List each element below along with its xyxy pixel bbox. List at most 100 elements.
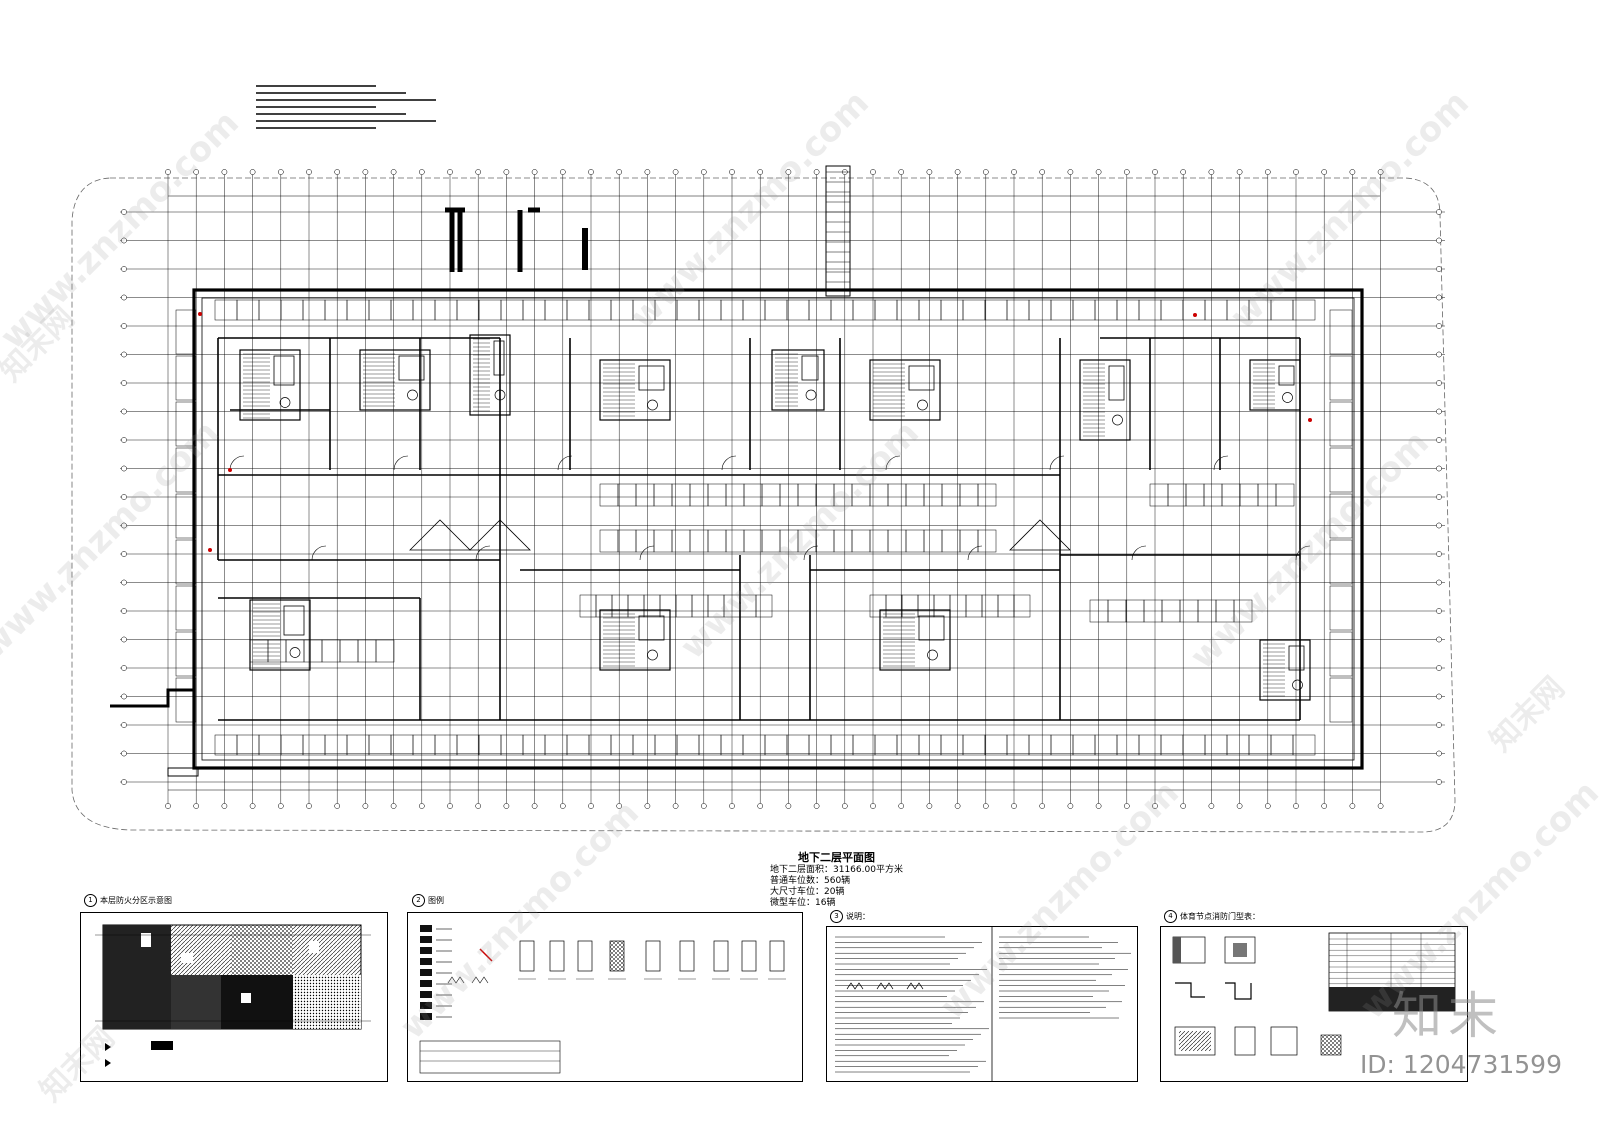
- parking-stall-side: [175, 309, 197, 355]
- parking-stall: [1116, 734, 1140, 756]
- grid-bubble-bottom: [954, 803, 961, 809]
- grid-bubble-top: [193, 169, 200, 175]
- legend-icon: [713, 940, 729, 972]
- column-circle: [1112, 414, 1123, 426]
- grid-bubble-bottom: [447, 803, 453, 809]
- grid-bubble-right: [1436, 437, 1442, 443]
- parking-stall: [654, 734, 678, 756]
- stair-core: [239, 349, 301, 421]
- legend-swatch: [420, 925, 432, 932]
- parking-stall: [390, 299, 414, 321]
- grid-bubble-top: [1293, 169, 1299, 175]
- panel-2-title: 图例: [428, 896, 444, 905]
- door-swing: [803, 545, 819, 561]
- grid-bubble-bottom: [531, 803, 538, 809]
- parking-stall: [1138, 734, 1162, 756]
- parking-stall: [959, 529, 979, 553]
- grid-bubble-top: [1208, 169, 1215, 175]
- lift-shaft: [1108, 365, 1125, 401]
- grid-bubble-top: [644, 169, 651, 175]
- grid-bubble-bottom: [898, 803, 905, 809]
- lift-shaft: [918, 615, 945, 641]
- stair-core: [771, 349, 825, 411]
- parking-stall: [675, 594, 693, 618]
- parking-stall: [965, 594, 983, 618]
- legend-red-arrow: [479, 948, 493, 962]
- parking-stall: [653, 483, 673, 507]
- grid-bubble-left: [121, 323, 127, 329]
- column-circle: [647, 649, 658, 661]
- parking-stall: [698, 734, 722, 756]
- plan-title: 地下二层平面图: [797, 851, 875, 864]
- parking-stall: [324, 734, 348, 756]
- parking-stall: [905, 483, 925, 507]
- ramp-stub: [167, 767, 199, 777]
- parking-stall: [1226, 734, 1250, 756]
- notes-zigzag: [846, 982, 924, 990]
- parking-stall: [984, 299, 1008, 321]
- grid-bubble-right: [1436, 608, 1442, 614]
- parking-stall: [874, 299, 898, 321]
- grid-bubble-bottom: [334, 803, 341, 809]
- parking-stall: [896, 734, 920, 756]
- parking-stall: [1013, 594, 1031, 618]
- grid-bubble-bottom: [1349, 803, 1356, 809]
- legend-icon: [645, 940, 661, 972]
- grid-bubble-top: [277, 169, 284, 175]
- grid-bubble-top: [475, 169, 482, 175]
- parking-stall: [830, 734, 854, 756]
- parking-stall: [851, 529, 871, 553]
- grid-bubble-top: [729, 169, 735, 175]
- parking-stall: [698, 299, 722, 321]
- grid-bubble-bottom: [221, 803, 228, 809]
- parking-stall: [1275, 483, 1295, 507]
- fire-hydrant-marker: [208, 548, 212, 552]
- parking-stall: [1185, 483, 1205, 507]
- parking-stall: [742, 734, 766, 756]
- grid-bubble-right: [1436, 636, 1442, 643]
- grid-bubble-right: [1436, 351, 1442, 358]
- grid-bubble-left: [121, 750, 127, 757]
- grid-bubble-top: [672, 169, 679, 175]
- parking-stall: [725, 529, 745, 553]
- panel-4-header: 4 体育节点消防门型表：: [1164, 910, 1260, 923]
- ramp-arrow: [1009, 519, 1071, 551]
- parking-stall: [707, 529, 727, 553]
- panel-1-number: 1: [84, 894, 97, 907]
- brand-logo-text: 知末: [1392, 987, 1504, 1045]
- parking-stall: [346, 299, 370, 321]
- legend-icon: [679, 940, 695, 972]
- lift-shaft: [283, 605, 305, 636]
- parking-stall: [635, 529, 655, 553]
- parking-stall: [1138, 299, 1162, 321]
- door-swing: [557, 455, 573, 471]
- grid-bubble-bottom: [644, 803, 651, 809]
- core-outline: [771, 349, 825, 411]
- parking-stall: [808, 299, 832, 321]
- parking-stall: [671, 483, 691, 507]
- parking-stall: [764, 734, 788, 756]
- parking-stall: [743, 529, 763, 553]
- parking-stall: [808, 734, 832, 756]
- plan-title-block: 地下二层平面图 地下二层面积：31166.00平方米 普通车位数：560辆 大尺…: [770, 852, 903, 909]
- grid-bubble-bottom: [700, 803, 707, 809]
- grid-bubble-top: [870, 169, 876, 175]
- grid-bubble-bottom: [390, 803, 397, 809]
- parking-stall-side: [175, 539, 197, 585]
- door-swing: [393, 455, 409, 471]
- grid-bubble-bottom: [757, 803, 764, 809]
- grid-bubble-bottom: [1377, 803, 1384, 809]
- column-circle: [1292, 679, 1303, 691]
- grid-bubble-top: [1236, 169, 1243, 175]
- parking-stall: [918, 299, 942, 321]
- parking-stall: [984, 734, 1008, 756]
- parking-stall: [236, 734, 260, 756]
- legend-icon: [519, 940, 535, 972]
- parking-stall: [786, 734, 810, 756]
- parking-stall: [1006, 299, 1030, 321]
- parking-stall: [874, 734, 898, 756]
- grid-bubble-top: [757, 169, 764, 175]
- grid-bubble-top: [1152, 169, 1158, 175]
- parking-stall: [1160, 734, 1184, 756]
- grid-bubble-top: [249, 169, 256, 175]
